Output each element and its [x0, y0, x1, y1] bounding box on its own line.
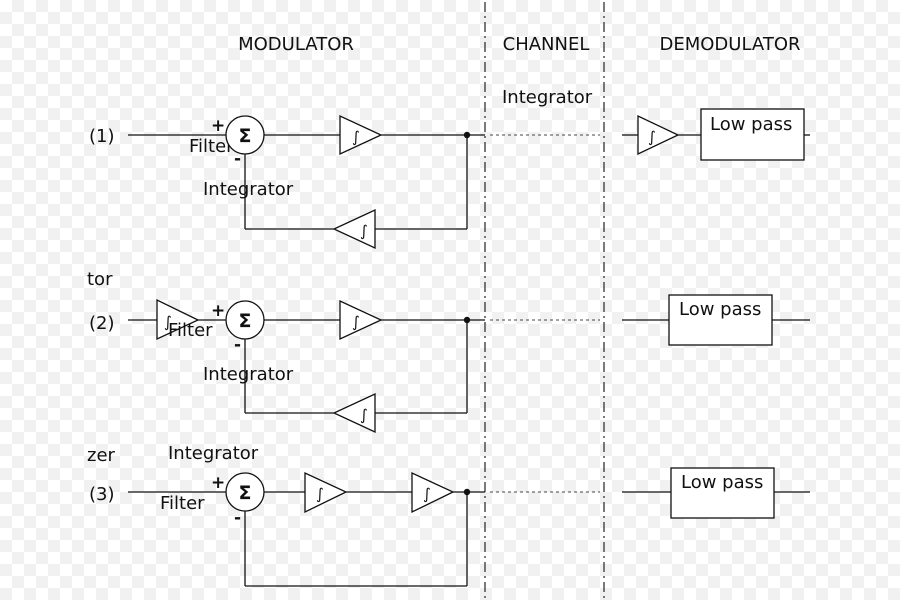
row-2-feedback-integrator-triangle: [332, 392, 376, 434]
row-2-plus-sign: +: [211, 301, 225, 321]
row-3-low-pass-box: [670, 467, 775, 519]
row-2-tag: (2): [89, 313, 115, 334]
row-3-first-integrator-triangle: [304, 471, 348, 514]
row-1-plus-sign: +: [211, 116, 225, 136]
row-1-sigma-icon: Σ: [239, 125, 252, 147]
row-2-integrator-triangle: [339, 299, 383, 341]
row-3-tag: (3): [89, 484, 115, 505]
row-1-low-pass-box: [700, 108, 805, 161]
row-2: tor (2) ∫ Filter Σ + - ∫ ∫ Integrator Lo…: [87, 269, 810, 434]
row-1-demod-integral-icon: ∫: [648, 128, 656, 146]
row-1-low-pass-label: Low pass: [710, 114, 792, 135]
row-3-second-integral-icon: ∫: [423, 485, 431, 503]
row-2-low-pass-label: Low pass: [679, 299, 761, 320]
row-3-plus-sign: +: [211, 473, 225, 493]
row-3-low-pass-label: Low pass: [681, 472, 763, 493]
row-2-sigma-icon: Σ: [239, 310, 252, 332]
row-2-low-pass-box: [668, 294, 773, 346]
row-2-minus-sign: -: [234, 335, 241, 355]
row-1: (1) Filter Σ + - ∫ ∫ Integrator Integrat…: [89, 87, 810, 250]
row-3: zer Integrator (3) Filter Σ + - ∫ ∫ Low …: [87, 443, 810, 587]
row-2-input-integral-icon: ∫: [164, 313, 172, 331]
row-2-partial-label: tor: [87, 269, 113, 290]
row-3-filter-label: Filter: [160, 493, 205, 514]
row-1-minus-sign: -: [234, 149, 241, 169]
row-3-partial-label: zer: [87, 445, 116, 466]
row-1-tag: (1): [89, 126, 115, 147]
modulator-heading: MODULATOR: [238, 34, 354, 55]
row-3-minus-sign: -: [234, 508, 241, 528]
demodulator-heading: DEMODULATOR: [660, 34, 801, 55]
row-1-integrator-triangle: [339, 114, 383, 156]
row-2-integral-icon: ∫: [352, 313, 360, 331]
channel-heading: CHANNEL: [503, 34, 590, 55]
row-1-channel-integrator-label: Integrator: [502, 87, 593, 108]
row-2-filter-label: Filter: [168, 320, 213, 341]
row-1-feedback-integrator-triangle: [332, 208, 376, 250]
row-1-integrator-label: Integrator: [203, 179, 294, 200]
row-3-second-integrator-triangle: [411, 471, 455, 514]
row-1-demod-integrator-triangle: [637, 114, 680, 156]
row-3-sigma-icon: Σ: [239, 482, 252, 504]
row-3-integrator-top-label: Integrator: [168, 443, 259, 464]
row-2-input-integrator-triangle: [156, 298, 200, 341]
row-2-integrator-label: Integrator: [203, 364, 294, 385]
row-1-filter-label: Filter: [189, 136, 234, 157]
row-1-integral-icon: ∫: [352, 128, 360, 146]
row-2-feedback-integral-icon: ∫: [360, 406, 368, 424]
row-1-feedback-integral-icon: ∫: [360, 222, 368, 240]
row-3-first-integral-icon: ∫: [316, 485, 324, 503]
